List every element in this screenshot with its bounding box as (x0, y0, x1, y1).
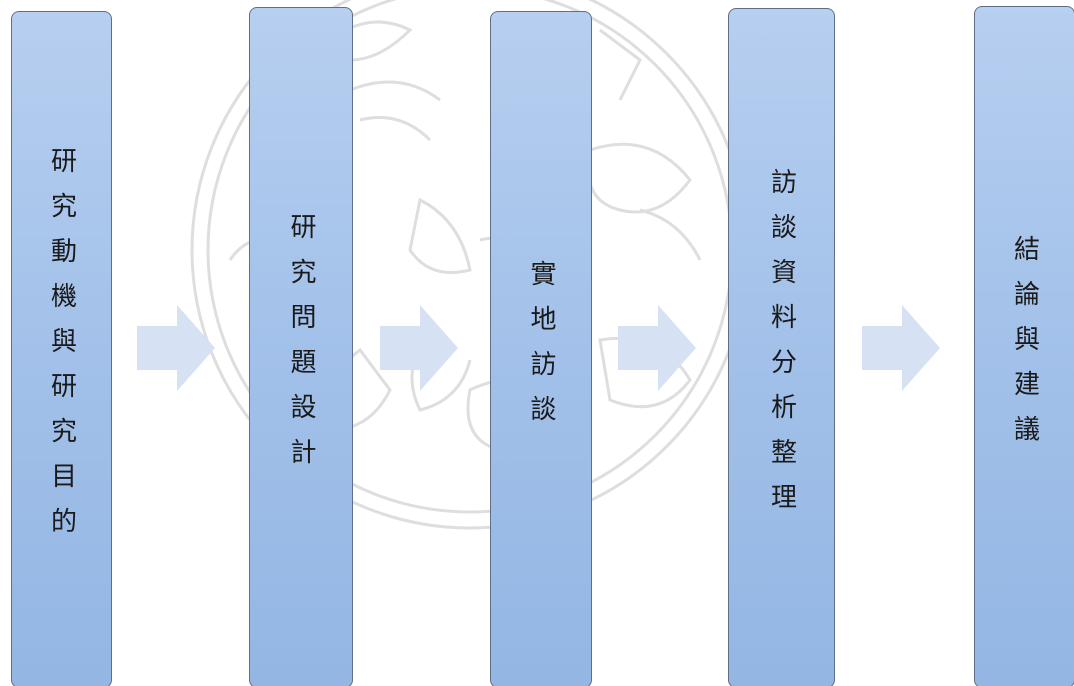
step-label: 結論與建議 (1009, 234, 1040, 460)
step-label: 研究動機與研究目的 (46, 147, 77, 552)
step-box-conclusion: 結論與建議 (974, 6, 1074, 686)
right-arrow-icon (137, 305, 215, 391)
step-box-research-motivation: 研究動機與研究目的 (11, 11, 112, 686)
right-arrow-icon (618, 305, 696, 391)
right-arrow-icon (862, 305, 940, 391)
step-label: 研究問題設計 (286, 212, 316, 483)
right-arrow-icon (380, 305, 458, 391)
step-label: 訪談資料分析整理 (766, 168, 797, 528)
step-box-research-question-design: 研究問題設計 (249, 7, 353, 686)
step-box-field-interview: 實地訪談 (490, 11, 592, 686)
step-label: 實地訪談 (526, 259, 556, 440)
step-box-interview-data-analysis: 訪談資料分析整理 (728, 8, 835, 686)
